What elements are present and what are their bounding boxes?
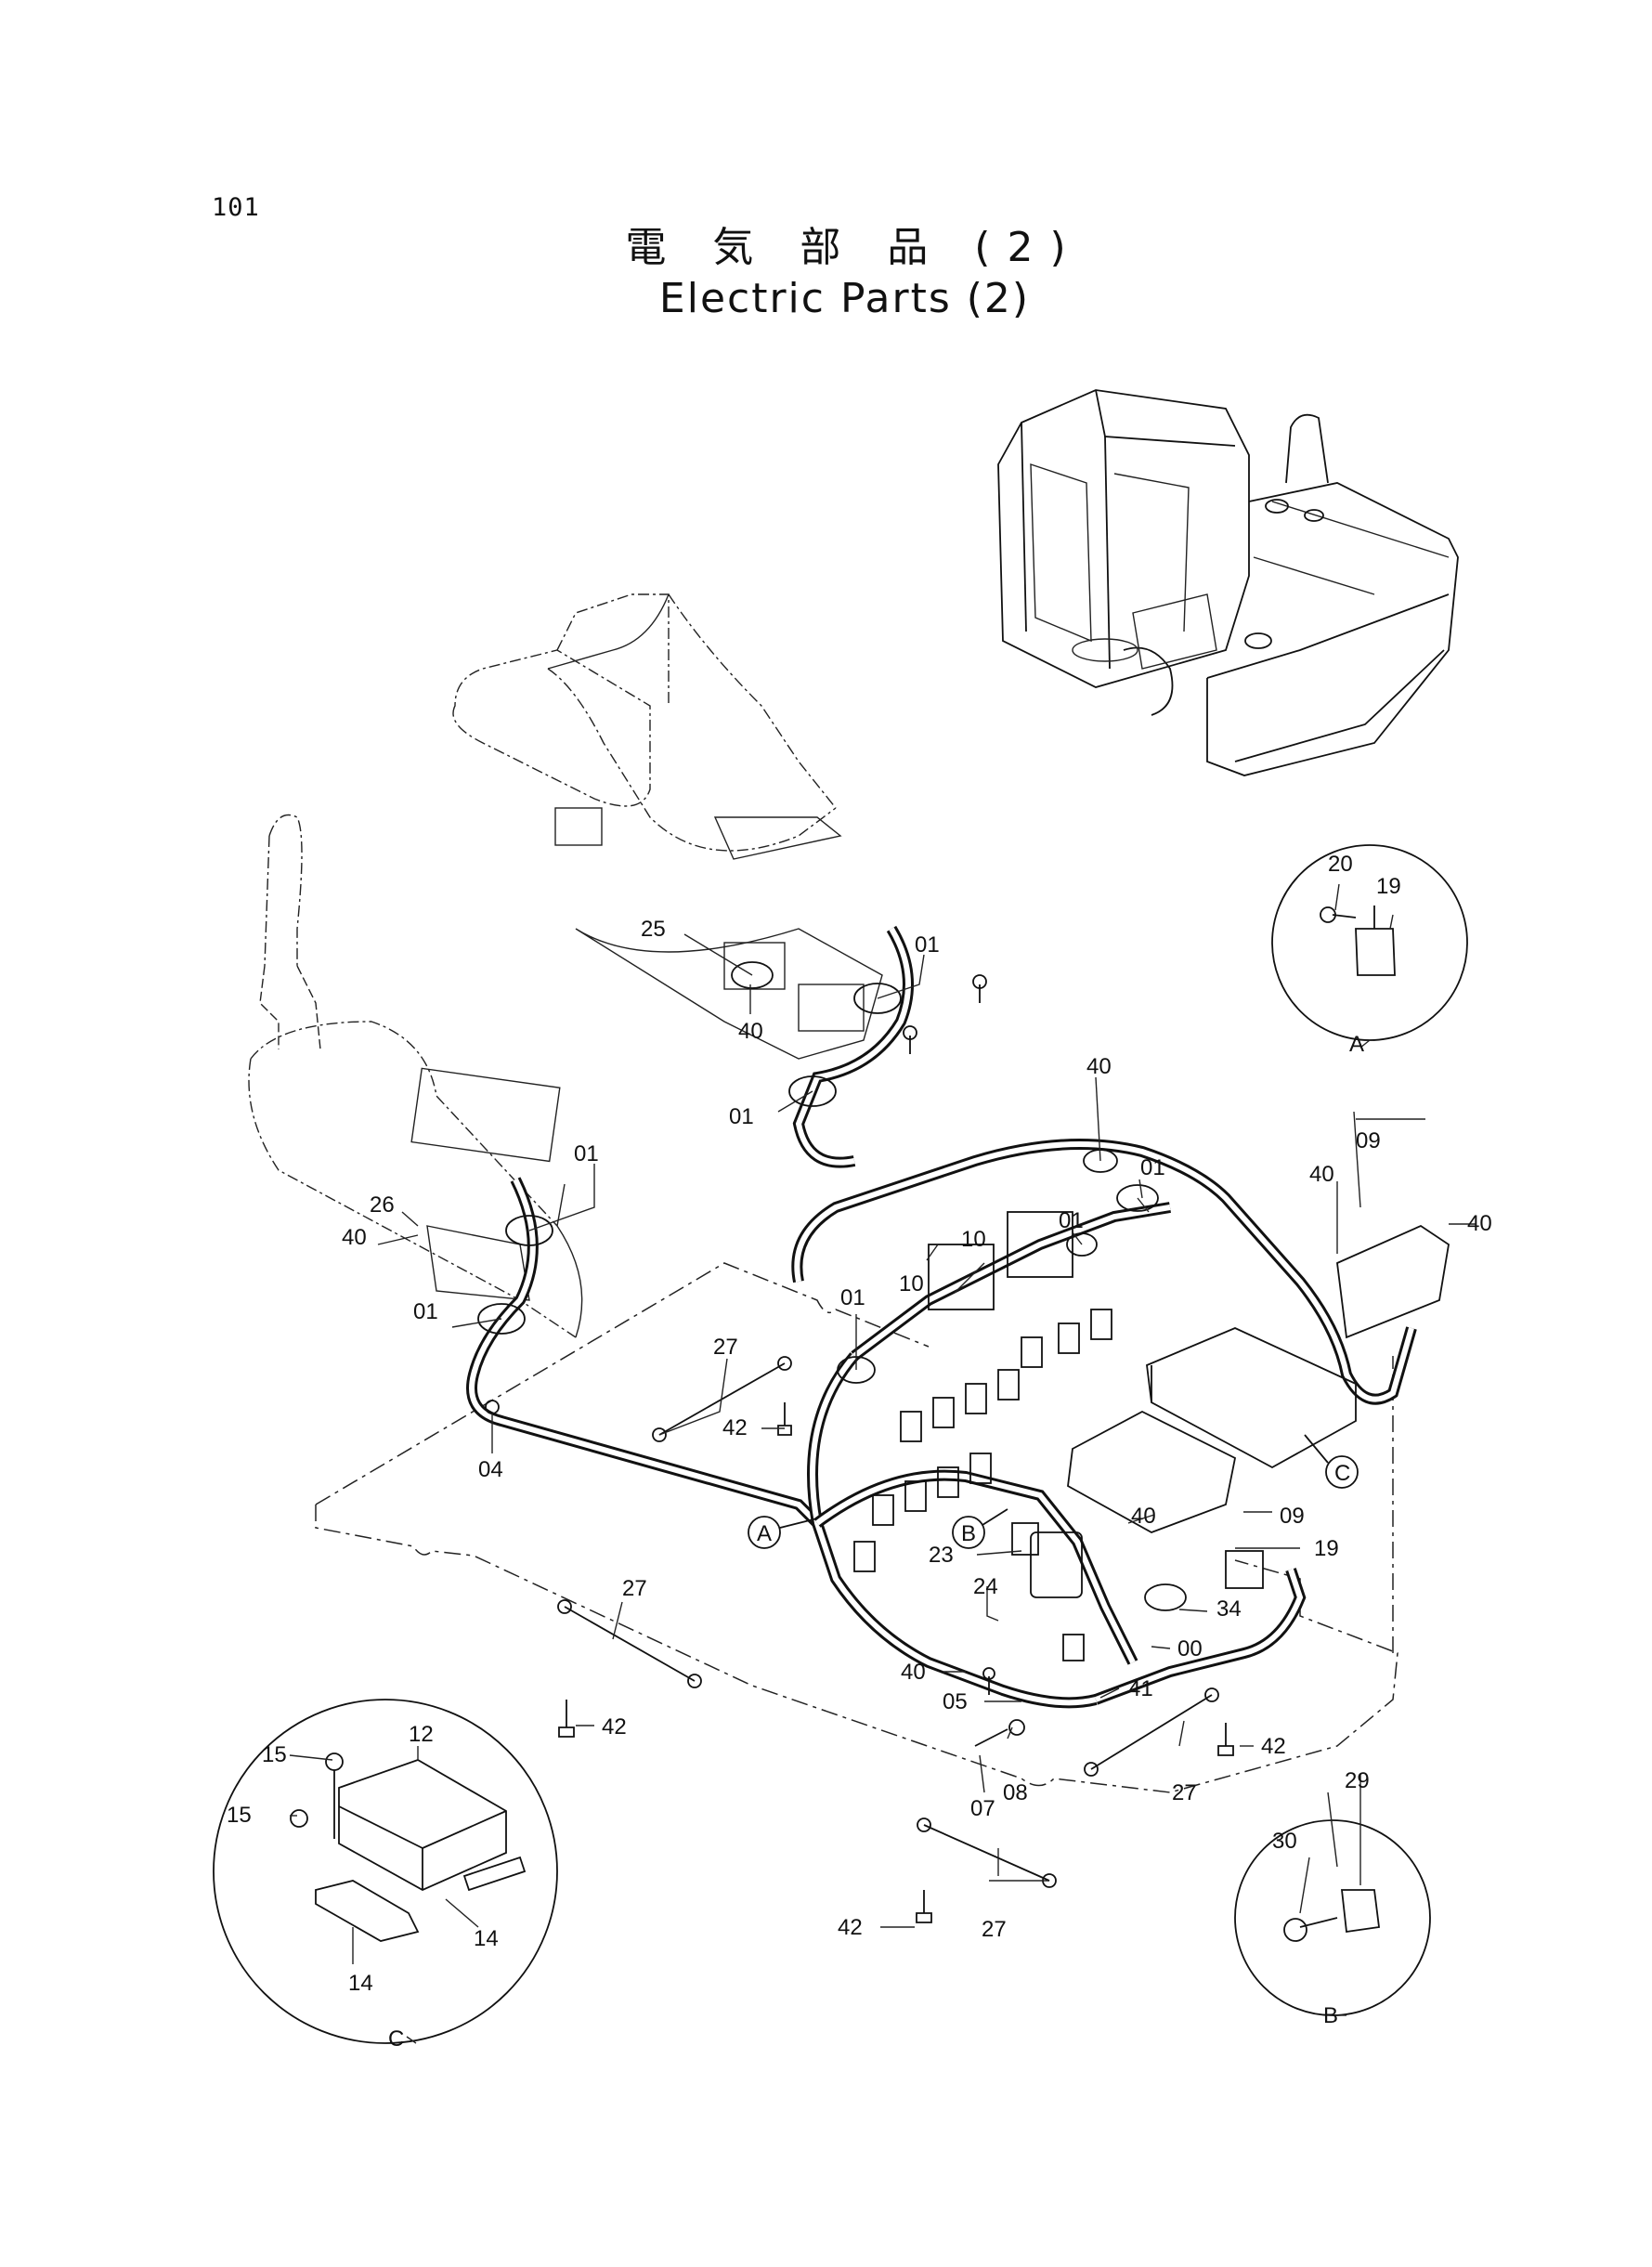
callout-08: 08: [1003, 1780, 1028, 1805]
callout-19: 19: [1314, 1536, 1339, 1561]
title-english: Electric Parts (2): [658, 275, 1031, 322]
detail-letters: A B C A B C: [388, 1032, 1364, 2052]
callout-14: 14: [474, 1926, 499, 1951]
callout-01: 01: [729, 1104, 754, 1129]
callout-10: 10: [961, 1227, 986, 1252]
callout-27: 27: [982, 1917, 1007, 1942]
callout-34: 34: [1216, 1596, 1242, 1622]
floor-plate: [315, 1262, 1398, 1793]
title-japanese: 電 気 部 品 (2): [625, 224, 1083, 271]
detail-c: [213, 1699, 558, 2044]
callout-01: 01: [1140, 1155, 1165, 1180]
callout-15: 15: [262, 1742, 287, 1767]
left-console: [248, 814, 583, 1338]
leader-lines: [289, 883, 1476, 2044]
detail-a: [1271, 844, 1468, 1041]
callout-labels: 01 25 40 01 40 01 01 09 40 40 10 10 01 2…: [227, 852, 1492, 1996]
callout-27: 27: [622, 1576, 647, 1601]
callout-40: 40: [901, 1660, 926, 1685]
straps-and-bolts: [557, 974, 1234, 1923]
callout-42: 42: [1261, 1734, 1286, 1759]
callout-27: 27: [713, 1335, 738, 1360]
detail-label-a: A: [1349, 1032, 1364, 1057]
callout-30: 30: [1272, 1829, 1297, 1854]
callout-05: 05: [943, 1689, 968, 1714]
callout-10: 10: [899, 1271, 924, 1296]
callout-01: 01: [574, 1141, 599, 1166]
callout-29: 29: [1345, 1768, 1370, 1793]
callout-40: 40: [738, 1019, 763, 1044]
callout-41: 41: [1128, 1676, 1153, 1701]
relay-connectors: [853, 1211, 1264, 1661]
marker-a: A: [757, 1521, 772, 1546]
callout-40: 40: [342, 1225, 367, 1250]
seat-assembly: [452, 593, 883, 1060]
callout-25: 25: [641, 917, 666, 942]
callout-26: 26: [370, 1192, 395, 1218]
callout-01: 01: [413, 1299, 438, 1324]
callout-07: 07: [970, 1796, 995, 1821]
callout-09: 09: [1280, 1504, 1305, 1529]
callout-27: 27: [1172, 1780, 1197, 1805]
callout-14: 14: [348, 1971, 373, 1996]
marker-c: C: [1334, 1461, 1350, 1486]
callout-42: 42: [722, 1415, 748, 1440]
callout-40: 40: [1086, 1054, 1112, 1079]
page-number: 101: [212, 193, 260, 222]
callout-01: 01: [840, 1285, 865, 1310]
callout-20: 20: [1328, 852, 1353, 877]
callout-40: 40: [1467, 1211, 1492, 1236]
marker-b: B: [961, 1521, 976, 1546]
callout-40: 40: [1309, 1162, 1334, 1187]
controller-boxes: [1067, 1224, 1450, 1611]
detail-markers-main: [748, 1434, 1359, 1549]
detail-b: [1234, 1819, 1431, 2016]
callout-23: 23: [929, 1543, 954, 1568]
callout-40: 40: [1131, 1504, 1156, 1529]
callout-12: 12: [409, 1722, 434, 1747]
callout-01: 01: [1059, 1208, 1084, 1233]
harness-clamps: [477, 961, 1159, 1414]
callout-19: 19: [1376, 874, 1401, 899]
excavator-overview: [997, 389, 1459, 776]
callout-00: 00: [1177, 1636, 1203, 1661]
callout-42: 42: [602, 1714, 627, 1739]
callout-24: 24: [973, 1574, 998, 1599]
callout-04: 04: [478, 1457, 503, 1482]
detail-label-b: B: [1323, 2003, 1338, 2028]
callout-09: 09: [1356, 1128, 1381, 1153]
callout-15: 15: [227, 1803, 252, 1828]
main-wire-harness: [466, 925, 1417, 1709]
detail-label-c: C: [388, 2026, 404, 2052]
callout-42: 42: [838, 1915, 863, 1940]
callout-01: 01: [915, 932, 940, 958]
